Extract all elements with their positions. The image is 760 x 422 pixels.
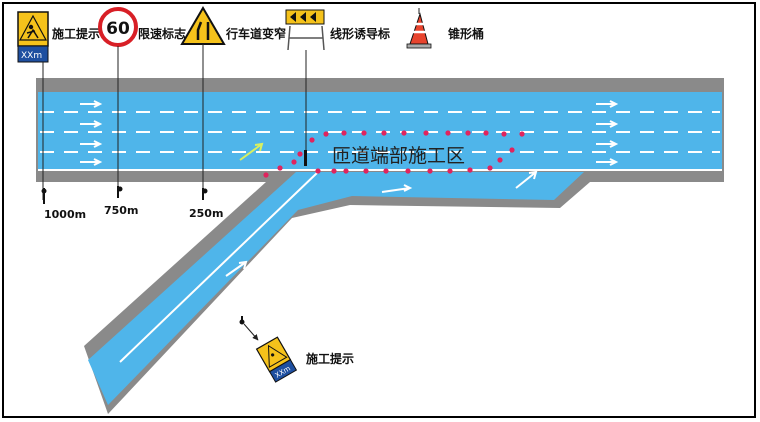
traffic-cone-dot	[487, 165, 493, 171]
marker-750m: 750m	[104, 186, 138, 217]
distance-label: 1000m	[44, 208, 86, 221]
traffic-cone-layout	[263, 130, 525, 178]
traffic-cone-sign	[406, 8, 432, 49]
traffic-cone-dot	[405, 168, 411, 174]
arrow-mark	[596, 140, 619, 148]
speed-limit-value: 60	[106, 19, 130, 39]
chevron-left-icon	[290, 12, 316, 22]
traffic-cone-dot	[401, 130, 407, 136]
marker-1000m: 1000m	[41, 188, 86, 221]
traffic-cone-dot	[497, 157, 503, 163]
ramp-construction-sign: XXm	[239, 316, 298, 383]
arrow-mark	[80, 140, 103, 148]
worker-icon-body	[26, 28, 39, 39]
traffic-cone-dot	[341, 130, 347, 136]
legend-narrow-label: 行车道变窄	[225, 26, 286, 41]
marker-250m: 250m	[189, 188, 223, 220]
diverge-ramp	[84, 171, 590, 414]
traffic-cone-dot	[519, 131, 525, 137]
legend-guide-label: 线形诱导标	[330, 26, 390, 41]
arrow-mark	[80, 120, 103, 128]
traffic-cone-dot	[445, 130, 451, 136]
distance-plate	[17, 45, 49, 63]
legend-cone-label: 锥形桶	[448, 26, 484, 41]
linear-guide-sign	[285, 9, 325, 150]
speed-limit-ring	[98, 7, 138, 47]
traffic-cone-dot	[343, 168, 349, 174]
legend-construction-label: 施工提示	[52, 26, 100, 41]
work-zone-label: 匝道端部施工区	[332, 145, 465, 167]
traffic-cone-dot	[427, 168, 433, 174]
traffic-cone-dot	[501, 131, 507, 137]
traffic-cone-dot	[467, 167, 473, 173]
legend-speed-label: 限速标志	[138, 26, 186, 41]
lane-narrows-sign	[180, 6, 226, 198]
arrow-mark	[381, 184, 413, 193]
ramp-shoulder	[84, 182, 590, 414]
merge-arrow-mark	[239, 142, 264, 161]
traffic-cone-dot	[383, 168, 389, 174]
speed-limit-sign: 60	[98, 7, 138, 196]
arrow-mark	[80, 158, 103, 166]
traffic-cone-dot	[263, 172, 269, 178]
traffic-cone-dot	[465, 130, 471, 136]
distance-markers: 1000m 750m 250m	[41, 186, 223, 221]
cone-base	[406, 43, 432, 49]
arrow-mark	[596, 120, 619, 128]
traffic-cone-dot	[331, 168, 337, 174]
lane-narrows-icon-mark	[196, 21, 210, 40]
distance-plate	[268, 358, 298, 383]
cone-reflective-band	[413, 22, 426, 34]
traffic-cone-dot	[423, 130, 429, 136]
mainline-road	[36, 78, 724, 182]
traffic-cone-dot	[381, 130, 387, 136]
traffic-cone-dot	[309, 137, 315, 143]
ramp-edge-line	[119, 171, 319, 363]
guide-post-marker	[304, 150, 307, 166]
arrow-mark	[515, 170, 538, 189]
ramp-construction-label: 施工提示	[306, 351, 354, 366]
distance-label: 250m	[189, 207, 223, 220]
construction-warning-sign: XXm	[17, 11, 49, 200]
arrow-mark	[225, 260, 248, 277]
traffic-cone-dot	[291, 159, 297, 165]
ramp-carriageway	[88, 172, 584, 405]
distance-label: 750m	[104, 204, 138, 217]
traffic-cone-dot	[277, 165, 283, 171]
traffic-cone-dot	[363, 168, 369, 174]
arrow-mark	[596, 158, 619, 166]
worker-icon-head	[28, 24, 34, 30]
worker-icon	[18, 14, 48, 41]
traffic-cone-dot	[483, 130, 489, 136]
direction-arrows	[80, 100, 619, 277]
traffic-cone-dot	[315, 168, 321, 174]
worker-icon-head	[271, 353, 275, 357]
guide-sign-stand	[287, 25, 325, 51]
traffic-cone-dot	[297, 151, 303, 157]
arrow-mark	[80, 100, 103, 108]
traffic-cone-dot	[447, 168, 453, 174]
distance-plate-text: XXm	[21, 51, 42, 61]
sign-leader-arrow	[243, 323, 259, 341]
traffic-cone-dot	[361, 130, 367, 136]
traffic-cone-dot	[509, 147, 515, 153]
traffic-cone-dot	[323, 131, 329, 137]
worker-icon	[267, 344, 288, 369]
arrow-mark	[596, 100, 619, 108]
